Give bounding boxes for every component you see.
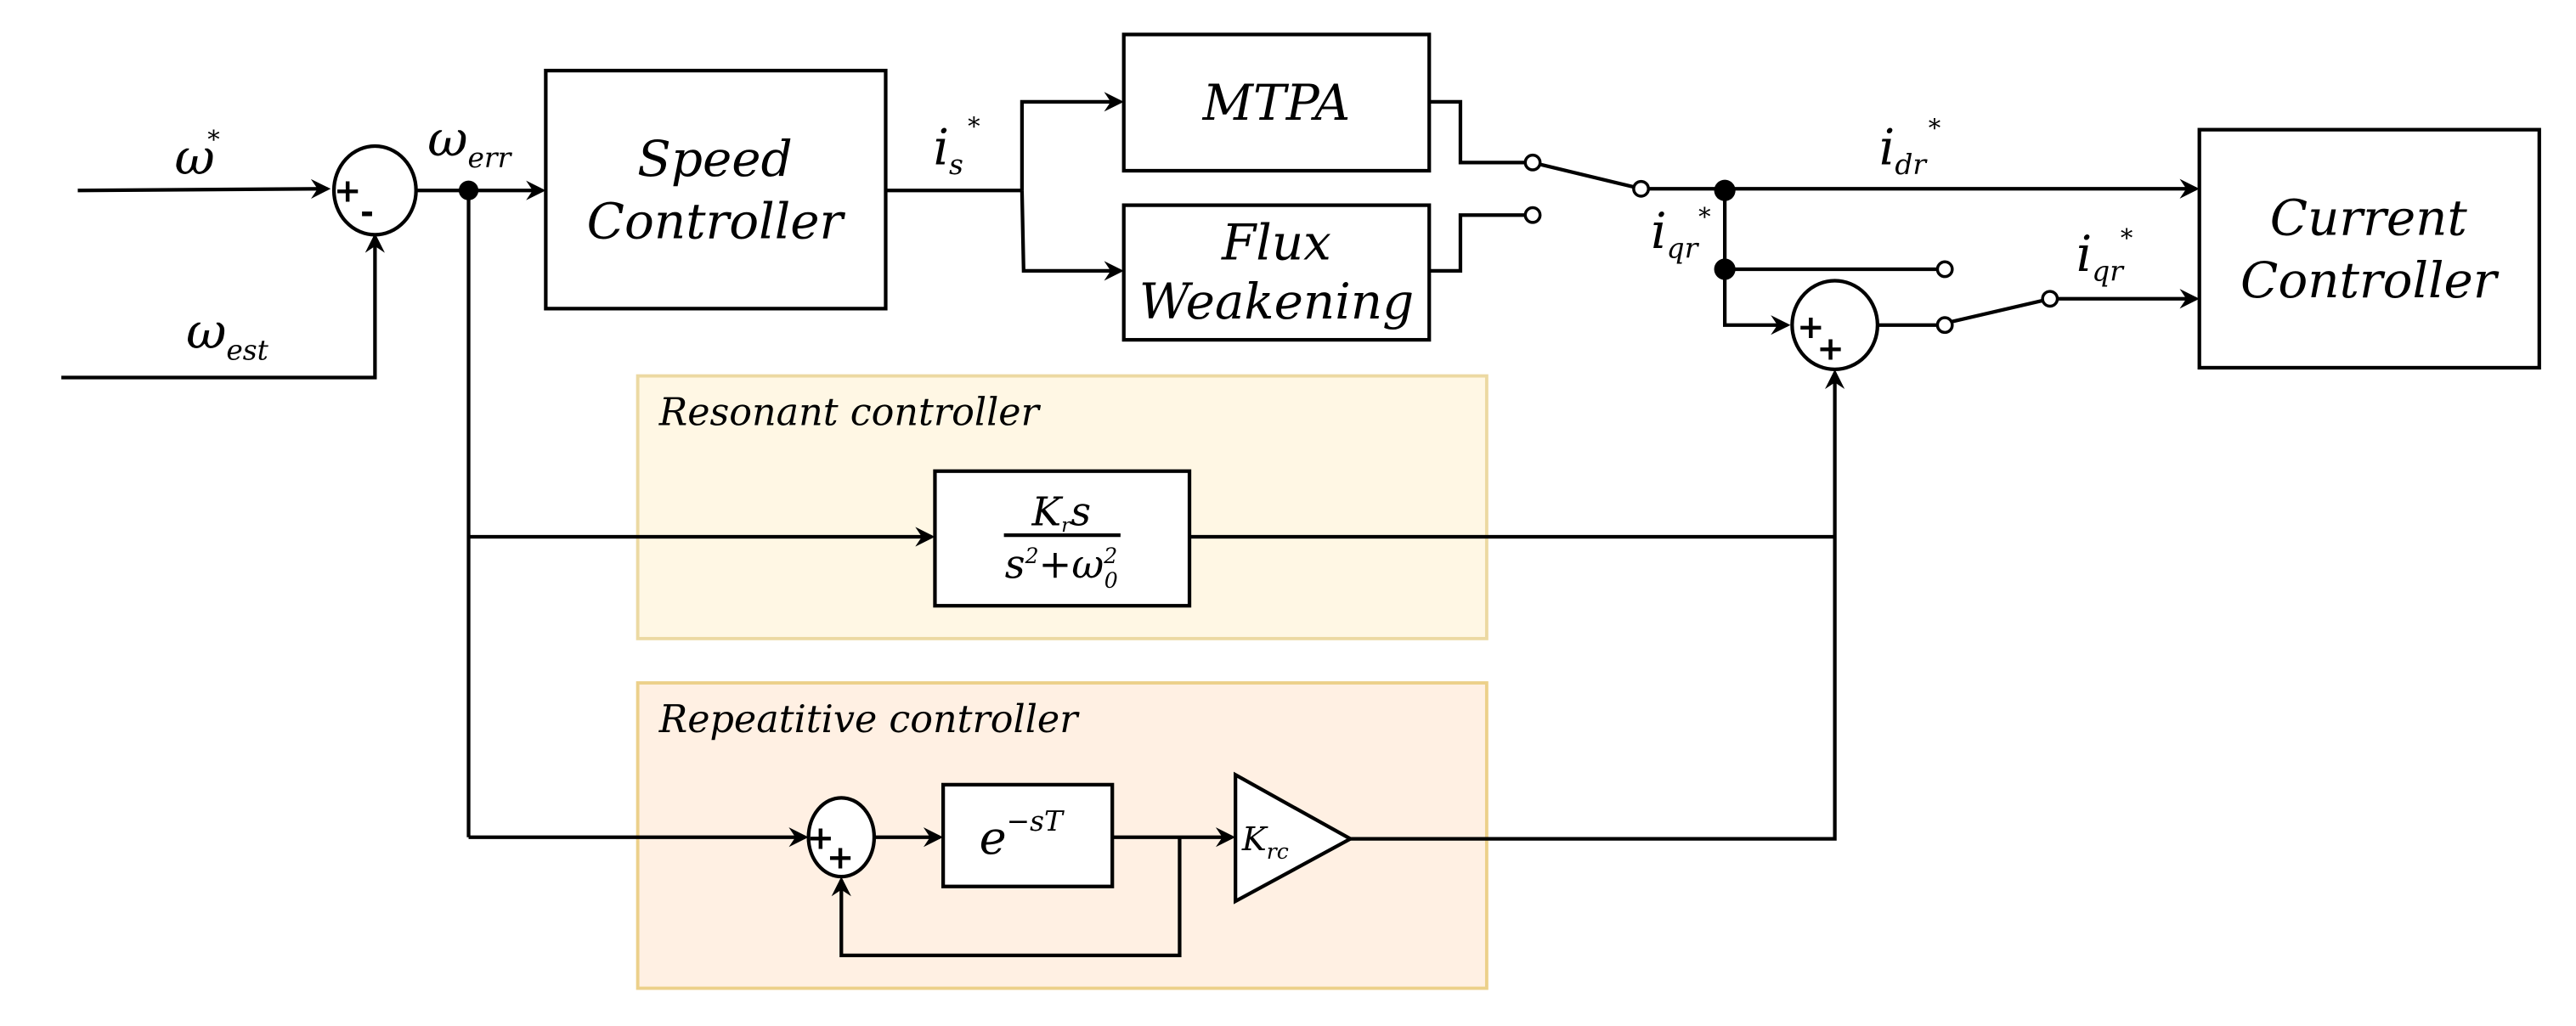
omega-err-label: ωerr bbox=[427, 110, 512, 175]
current-controller-frame bbox=[2197, 127, 2541, 370]
minus-sign: - bbox=[360, 194, 374, 232]
iqr-branch-star: * bbox=[1698, 202, 1711, 231]
flux-weakening-block: Flux Weakening bbox=[1121, 203, 1432, 342]
current-controller-label-line2: Controller bbox=[2240, 251, 2500, 309]
omega-est-wire bbox=[61, 233, 385, 380]
resonant-tf-numerator: Krs bbox=[1031, 488, 1091, 537]
mtpa-label: MTPA bbox=[1202, 74, 1351, 132]
plus-sign: + bbox=[827, 838, 854, 877]
delay-label: e−sT bbox=[980, 805, 1065, 865]
omega-ref-star: * bbox=[207, 125, 220, 154]
repetitive-feedback-wire bbox=[831, 837, 1182, 958]
idr-ref-star: * bbox=[1929, 113, 1941, 142]
gain-label: Krc bbox=[1241, 820, 1289, 864]
bypass-switch-contact bbox=[1935, 260, 1954, 279]
repetitive-out-wire bbox=[1350, 369, 1845, 841]
flux-weakening-frame bbox=[1121, 203, 1432, 342]
gain-triangle bbox=[1234, 771, 1354, 905]
is-ref-star: * bbox=[968, 111, 980, 140]
plus-sign: + bbox=[334, 172, 361, 211]
speed-error-sum: + - bbox=[331, 144, 418, 237]
fw-switch-contact bbox=[1523, 206, 1542, 224]
switch-common-contact bbox=[1632, 179, 1650, 198]
iqr-branch-label: iqr bbox=[1651, 202, 1700, 265]
repetitive-sum: + + bbox=[806, 796, 877, 879]
mode-selector-switch[interactable] bbox=[1429, 99, 1650, 273]
to-mtpa-wire bbox=[1020, 92, 1124, 191]
omega-est-label: ωest bbox=[186, 302, 269, 367]
iqr-branch-wire bbox=[1722, 190, 1791, 335]
omega-ref-wire bbox=[77, 178, 331, 199]
omega-ref-input: ω * bbox=[77, 125, 331, 199]
switch-blade bbox=[1951, 298, 2044, 324]
repetitive-group-title: Repeatitive controller bbox=[658, 698, 1080, 741]
iq-sum: + + bbox=[1790, 279, 1880, 372]
switch-common-contact bbox=[2041, 290, 2059, 308]
flux-weakening-label-line2: Weakening bbox=[1139, 273, 1414, 330]
fw-out-wire bbox=[1429, 213, 1527, 273]
switch-blade bbox=[1539, 162, 1635, 189]
current-controller-label-line1: Current bbox=[2270, 189, 2468, 246]
omega-est-input: ωest bbox=[61, 233, 385, 380]
idr-ref-label: idr bbox=[1879, 118, 1929, 181]
flux-weakening-label-line1: Flux bbox=[1221, 213, 1331, 271]
resonant-group-title: Resonant controller bbox=[658, 392, 1042, 435]
compensation-switch[interactable] bbox=[1935, 260, 2059, 335]
speed-controller-label-line1: Speed bbox=[637, 130, 793, 188]
plus-sign: + bbox=[1797, 308, 1824, 347]
delay-block: e−sT bbox=[941, 782, 1115, 888]
to-flux-weakening-wire bbox=[1020, 190, 1124, 281]
iqr-out-label: iqr bbox=[2076, 225, 2126, 288]
gain-block: Krc bbox=[1234, 771, 1354, 905]
plus-sign: + bbox=[807, 819, 834, 857]
current-controller-block: Current Controller bbox=[2197, 127, 2541, 370]
iqr-out-star: * bbox=[2121, 223, 2133, 252]
resonant-tf-frame bbox=[933, 469, 1192, 608]
plus-sign: + bbox=[1816, 330, 1844, 368]
is-ref-label: is bbox=[934, 118, 963, 181]
omega-ref-label: ω bbox=[175, 128, 215, 186]
mtpa-switch-contact bbox=[1523, 153, 1542, 172]
mtpa-out-wire bbox=[1429, 99, 1527, 165]
mtpa-block: MTPA bbox=[1121, 32, 1432, 173]
compensated-switch-contact bbox=[1935, 316, 1954, 335]
speed-controller-block: Speed Controller bbox=[544, 68, 888, 311]
delay-frame bbox=[941, 782, 1115, 888]
speed-controller-frame bbox=[544, 68, 888, 311]
speed-controller-label-line2: Controller bbox=[587, 192, 846, 250]
